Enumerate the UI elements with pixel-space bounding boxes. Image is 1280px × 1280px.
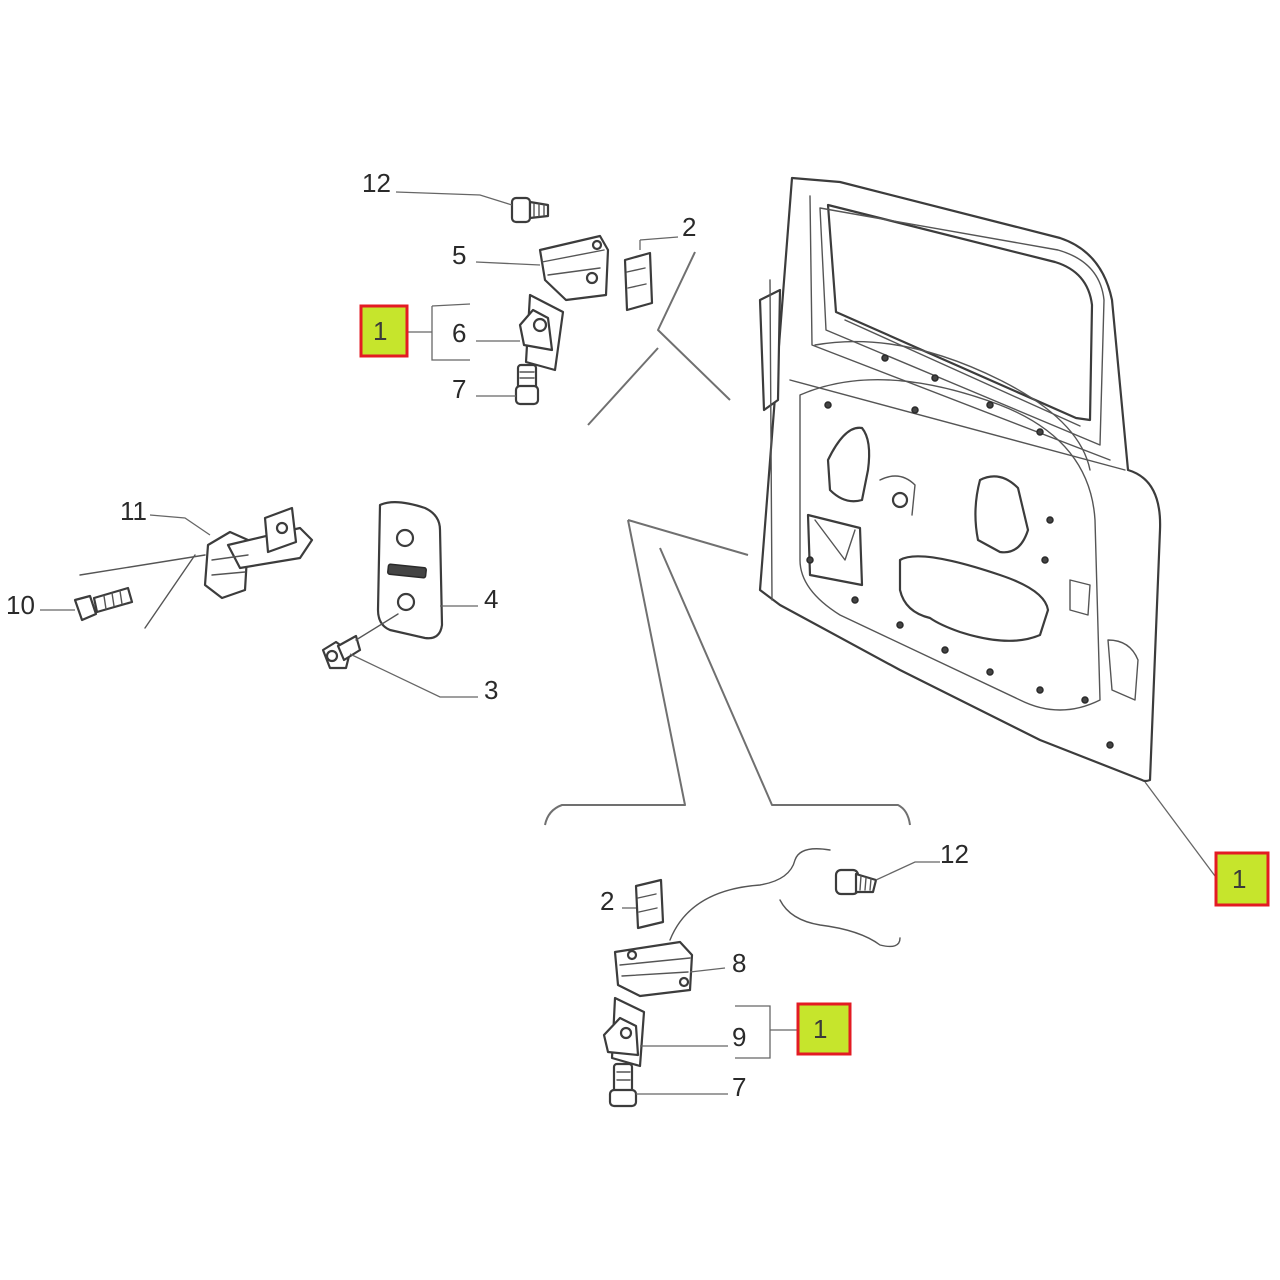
hinge-door-half-8 — [613, 940, 694, 998]
lower-zoom-frame — [544, 519, 911, 826]
screw-upper-7 — [514, 363, 540, 406]
door-check-strap-11 — [79, 506, 314, 629]
callout-shim-lower: 2 — [600, 886, 614, 916]
door-check-strap-group — [40, 506, 314, 629]
callout-bolt-plate: 3 — [484, 675, 498, 705]
upper-hinge-group — [395, 191, 731, 426]
highlight-lower-hinge-assembly: 1 — [796, 1002, 852, 1056]
door-shell — [758, 176, 1162, 783]
callout-hinge-6: 6 — [452, 318, 466, 348]
callout-lower-hinge-assembly: 1 — [813, 1014, 827, 1044]
shim-upper-2 — [623, 251, 654, 312]
door-bolt-holes — [806, 354, 1114, 749]
callout-hinge-9: 9 — [732, 1022, 746, 1052]
hinge-body-half-6 — [518, 293, 565, 372]
callout-shim-upper: 2 — [682, 212, 696, 242]
highlight-upper-hinge-assembly: 1 — [359, 304, 409, 358]
bolt-plate-3 — [321, 613, 399, 670]
callout-hinge-5: 5 — [452, 240, 466, 270]
callout-check-strap-bolt: 10 — [6, 590, 35, 620]
shim-lower-2 — [634, 878, 665, 930]
bolt-lower-12 — [834, 868, 878, 896]
cover-plate-group — [321, 501, 478, 698]
callout-screw-upper: 7 — [452, 374, 466, 404]
door-leader — [1144, 781, 1216, 877]
callout-screw-lower: 7 — [732, 1072, 746, 1102]
callout-check-strap: 11 — [120, 496, 147, 526]
callout-cover-plate: 4 — [484, 584, 498, 614]
callout-bolt-lower: 12 — [940, 839, 969, 869]
hinge-body-half-9 — [602, 996, 646, 1068]
hinge-door-half-5 — [538, 234, 610, 302]
cover-plate-4 — [376, 501, 444, 640]
callout-door: 1 — [1232, 864, 1246, 894]
callout-hinge-8: 8 — [732, 948, 746, 978]
highlight-door: 1 — [1214, 851, 1270, 907]
callout-bolt-upper: 12 — [362, 168, 391, 198]
lower-hinge-group — [602, 848, 940, 1108]
check-strap-bolt-10 — [73, 586, 134, 622]
screw-lower-7 — [608, 1062, 638, 1108]
bolt-upper-12 — [510, 196, 550, 224]
callout-upper-hinge-assembly: 1 — [373, 316, 387, 346]
